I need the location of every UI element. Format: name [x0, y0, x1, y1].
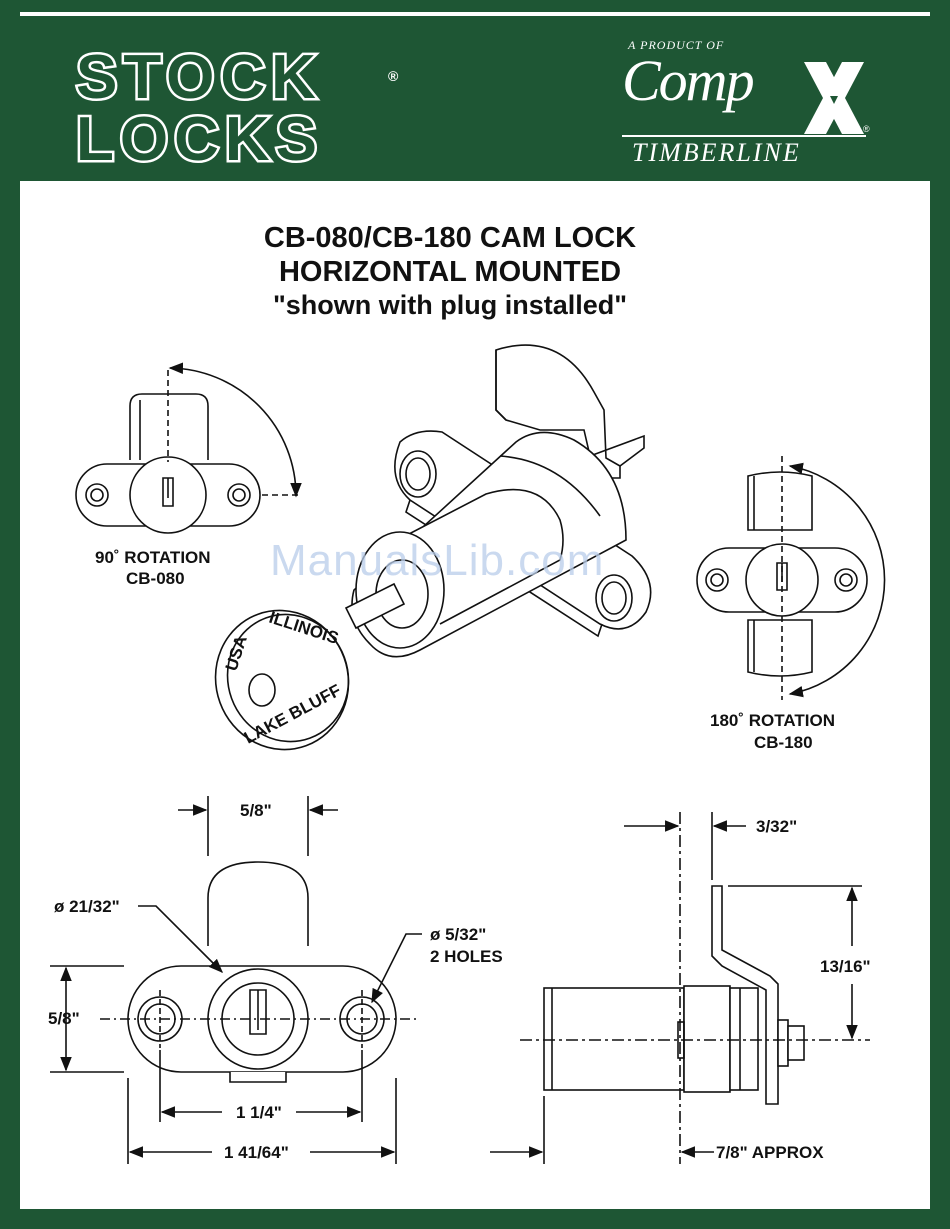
label-cb-180: CB-180	[754, 733, 813, 752]
view-180-rotation	[697, 456, 885, 700]
watermark: ManualsLib.com	[270, 536, 604, 586]
label-cb-080: CB-080	[126, 569, 185, 588]
side-dimension-view	[490, 812, 870, 1164]
dim-plug-diameter: ø 21/32"	[54, 897, 120, 916]
dim-hole-count: 2 HOLES	[430, 947, 503, 966]
dim-cam-width: 5/8"	[240, 801, 272, 820]
dim-cam-thickness: 3/32"	[756, 817, 797, 836]
label-180-rotation: 180˚ ROTATION	[710, 711, 835, 730]
dim-cam-offset: 13/16"	[820, 957, 871, 976]
dim-flange-height: 5/8"	[48, 1009, 80, 1028]
label-90-rotation: 90˚ ROTATION	[95, 548, 211, 567]
dim-body-length: 7/8" APPROX	[716, 1143, 824, 1162]
view-90-rotation	[76, 368, 300, 533]
dim-overall-length: 1 41/64"	[224, 1143, 289, 1162]
dim-hole-spacing: 1 1/4"	[236, 1103, 282, 1122]
dim-hole-diameter: ø 5/32"	[430, 925, 486, 944]
